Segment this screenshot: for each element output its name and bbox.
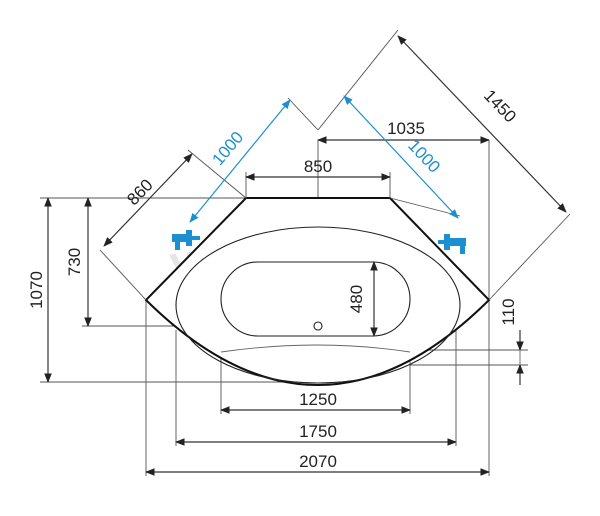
dim-label-2070: 2070 [299,452,337,471]
dim-line-1000-left [189,99,291,223]
ext-diag-right-bottom [488,213,571,301]
dim-label-850: 850 [304,157,332,176]
ext-diag-left-apex [287,97,319,131]
dim-label-1450: 1450 [480,86,520,126]
seat-curve [220,344,411,353]
dim-label-1035: 1035 [387,119,425,138]
dim-label-860: 860 [123,175,156,209]
dim-label-730: 730 [65,248,84,276]
ext-diag-apex-right [317,29,399,131]
dim-line-860 [103,153,193,247]
ext-diag-left-bottom [99,249,147,301]
faucet-icon [172,230,200,250]
tub-rim [175,226,461,384]
dim-label-1250: 1250 [299,390,337,409]
dim-label-480: 480 [347,285,366,313]
dim-label-1750: 1750 [299,422,337,441]
tub-basin [220,261,411,337]
dim-label-110: 110 [499,298,518,325]
dim-label-1070: 1070 [27,271,46,309]
dim-label-1000-left: 1000 [208,128,247,169]
dim-label-1000-right: 1000 [404,136,444,177]
faucet-icon [438,234,466,254]
tub-outline [144,197,491,386]
dim-line-1450 [397,35,567,213]
drain-icon [313,321,323,331]
